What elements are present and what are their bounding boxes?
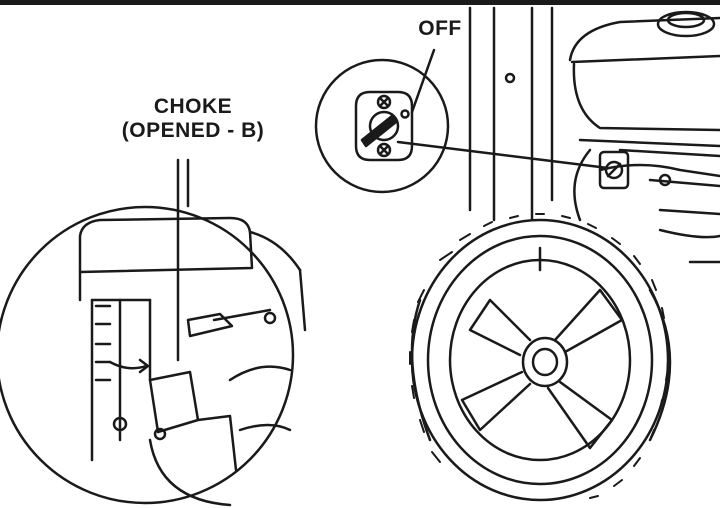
generator-frame bbox=[468, 6, 554, 222]
off-switch-detail bbox=[314, 48, 450, 194]
off-label: OFF bbox=[418, 17, 462, 40]
wheel bbox=[410, 218, 672, 502]
choke-detail bbox=[0, 158, 307, 507]
connector-line bbox=[396, 140, 610, 170]
choke-state-label: (OPENED - B) bbox=[121, 119, 265, 142]
choke-label: CHOKE bbox=[153, 95, 233, 118]
top-rule bbox=[0, 0, 720, 5]
engine-switch bbox=[598, 150, 630, 190]
engine-body bbox=[568, 10, 720, 264]
wheel-tread bbox=[409, 213, 669, 499]
